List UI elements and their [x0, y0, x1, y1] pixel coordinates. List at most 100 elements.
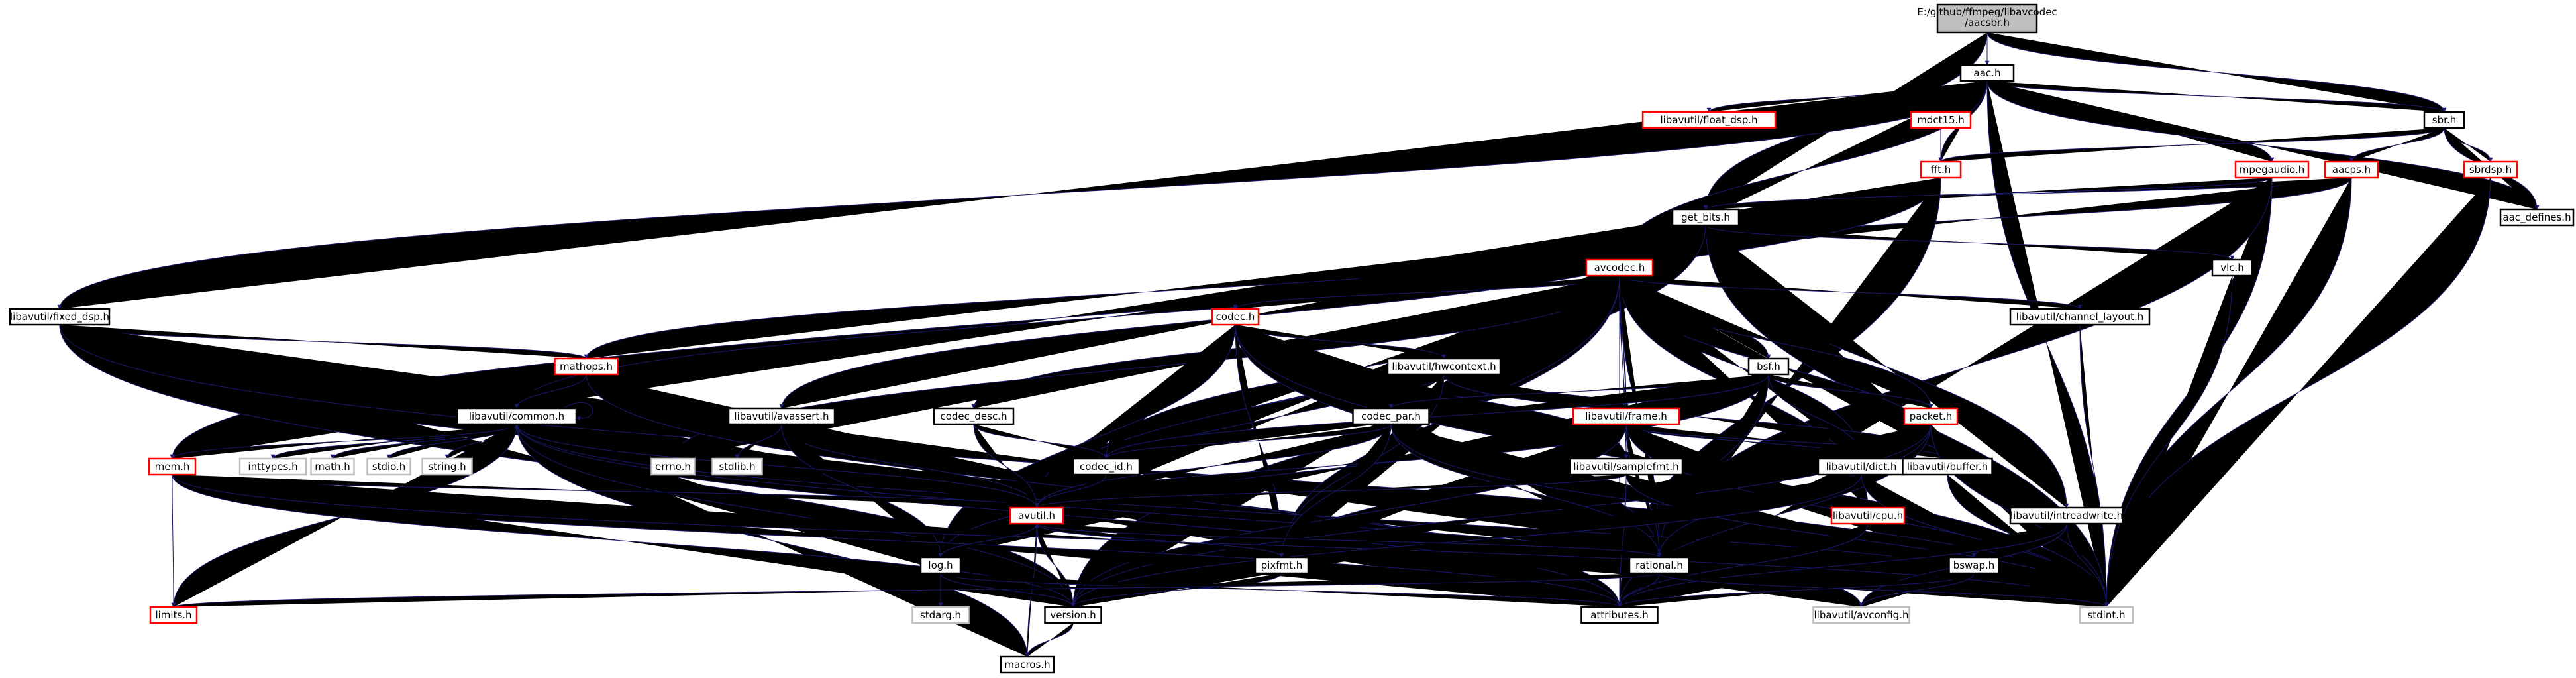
edge-bsf_h-to-codec_id_h [1104, 374, 1769, 459]
node-mem-h[interactable]: mem.h [148, 457, 197, 476]
node-avconfig-h[interactable]: libavutil/avconfig.h [1812, 606, 1910, 624]
node-fixed-dsp-h[interactable]: libavutil/fixed_dsp.h [9, 308, 111, 326]
node-packet-h[interactable]: packet.h [1903, 407, 1959, 425]
node-bswap-h[interactable]: bswap.h [1948, 556, 2000, 575]
node-box [1211, 308, 1260, 326]
node-string-h[interactable]: string.h [421, 457, 473, 476]
node-aac-defines-h[interactable]: aac_defines.h [2499, 208, 2575, 227]
edge-get_bits_h-to-vlc_h [1705, 225, 2235, 260]
node-float-dsp-h[interactable]: libavutil/float_dsp.h [1641, 111, 1777, 129]
node-label: stdlib.h [719, 461, 755, 473]
node-box [149, 606, 198, 624]
node-mpegaudio-h[interactable]: mpegaudio.h [2234, 160, 2310, 179]
node-box [1352, 407, 1430, 425]
edge-rational_h-to-stdint_h [1659, 573, 2109, 608]
node-stdarg-h[interactable]: stdarg.h [911, 606, 970, 624]
node-label: libavutil/avassert.h [734, 410, 829, 422]
node-box [727, 407, 836, 425]
node-common-h[interactable]: libavutil/common.h [456, 407, 578, 425]
node-cpu-h[interactable]: libavutil/cpu.h [1830, 506, 1906, 525]
node-attributes-h[interactable]: attributes.h [1580, 606, 1659, 624]
node-label: libavutil/samplefmt.h [1573, 461, 1678, 473]
node-codec-h[interactable]: codec.h [1211, 308, 1260, 326]
node-stdlib-h[interactable]: stdlib.h [711, 457, 763, 476]
node-label: inttypes.h [248, 461, 297, 473]
node-box [2324, 160, 2379, 179]
node-codec-id-h[interactable]: codec_id.h [1072, 457, 1141, 476]
node-box [1902, 457, 1993, 476]
node-label: libavutil/avconfig.h [1814, 609, 1909, 621]
node-label-line: E:/github/ffmpeg/libavcodec [1917, 6, 2057, 18]
node-label: log.h [928, 559, 953, 571]
node-math-h[interactable]: math.h [310, 457, 355, 476]
node-root[interactable]: E:/github/ffmpeg/libavcodec/aacsbr.h [1917, 3, 2057, 34]
node-bsf-h[interactable]: bsf.h [1747, 357, 1790, 376]
node-box [919, 556, 962, 575]
node-label: libavutil/buffer.h [1907, 461, 1988, 473]
node-inttypes-h[interactable]: inttypes.h [238, 457, 307, 476]
node-pixfmt-h[interactable]: pixfmt.h [1254, 556, 1310, 575]
node-dict-h[interactable]: libavutil/dict.h [1817, 457, 1906, 476]
node-avutil-h[interactable]: avutil.h [1009, 506, 1064, 525]
node-box [2463, 160, 2518, 179]
node-label: bsf.h [1757, 361, 1780, 372]
node-stdio-h[interactable]: stdio.h [366, 457, 411, 476]
node-errno-h[interactable]: errno.h [650, 457, 696, 476]
node-label: stdarg.h [920, 609, 961, 621]
node-label: libavutil/channel_layout.h [2016, 311, 2144, 323]
edge-codec_id_h-to-avutil_h [1034, 474, 1107, 508]
node-limits-h[interactable]: limits.h [149, 606, 198, 624]
node-vlc-h[interactable]: vlc.h [2211, 258, 2253, 277]
node-avcodec-h[interactable]: avcodec.h [1585, 258, 1654, 277]
node-sbrdsp-h[interactable]: sbrdsp.h [2463, 160, 2518, 179]
node-buffer-h[interactable]: libavutil/buffer.h [1902, 457, 1993, 476]
node-hwcontext-h[interactable]: libavutil/hwcontext.h [1386, 357, 1502, 376]
node-box [2009, 506, 2124, 525]
edge-codec_par_h-to-codec_id_h [1104, 424, 1392, 459]
node-layer: E:/github/ffmpeg/libavcodec/aacsbr.h aac.… [9, 3, 2575, 674]
node-get-bits-h[interactable]: get_bits.h [1671, 208, 1740, 227]
node-aac-h[interactable]: aac.h [1959, 64, 2015, 82]
node-label: limits.h [155, 609, 191, 621]
node-label: codec_desc.h [940, 410, 1007, 423]
node-avassert-h[interactable]: libavutil/avassert.h [727, 407, 836, 425]
node-label: mem.h [155, 461, 190, 473]
node-box [1910, 111, 1972, 129]
node-label: libavutil/fixed_dsp.h [10, 311, 109, 323]
node-label: errno.h [655, 461, 691, 473]
node-sbr-h[interactable]: sbr.h [2423, 111, 2465, 129]
edge-mem_h-to-stdint_h [172, 474, 2109, 608]
edge-avutil_h-to-macros_h [1025, 523, 1037, 657]
node-box [2211, 258, 2253, 277]
node-box [310, 457, 355, 476]
node-frame-h[interactable]: libavutil/frame.h [1572, 407, 1680, 425]
edge-aac_h-to-aac_defines_h [1986, 80, 2540, 210]
node-mathops-h[interactable]: mathops.h [554, 357, 619, 376]
node-version-h[interactable]: version.h [1044, 606, 1102, 624]
node-label: math.h [315, 461, 350, 473]
node-log-h[interactable]: log.h [919, 556, 962, 575]
node-box [1585, 258, 1654, 277]
edge-pixfmt_h-to-version_h [1070, 573, 1282, 608]
node-fft-h[interactable]: fft.h [1920, 160, 1962, 179]
node-aacps-h[interactable]: aacps.h [2324, 160, 2379, 179]
node-mdct15-h[interactable]: mdct15.h [1910, 111, 1972, 129]
node-samplefmt-h[interactable]: libavutil/samplefmt.h [1569, 457, 1684, 476]
node-macros-h[interactable]: macros.h [1000, 655, 1055, 674]
node-codec-par-h[interactable]: codec_par.h [1352, 407, 1430, 425]
node-label: aac_defines.h [2502, 211, 2571, 224]
node-box [1386, 357, 1502, 376]
node-box [456, 407, 578, 425]
node-label: sbrdsp.h [2469, 164, 2512, 176]
edge-avcodec_h-to-channel_layout_h [1619, 275, 2083, 310]
edge-bsf_h-to-packet_h [1768, 374, 1933, 409]
node-label: stdint.h [2087, 609, 2125, 621]
node-intreadwrite-h[interactable]: libavutil/intreadwrite.h [2009, 506, 2124, 525]
node-box [2499, 208, 2575, 227]
node-rational-h[interactable]: rational.h [1628, 556, 1690, 575]
node-box [2234, 160, 2310, 179]
node-codec-desc-h[interactable]: codec_desc.h [933, 407, 1015, 425]
node-channel-layout-h[interactable]: libavutil/channel_layout.h [2009, 308, 2151, 326]
node-stdint-h[interactable]: stdint.h [2079, 606, 2134, 624]
